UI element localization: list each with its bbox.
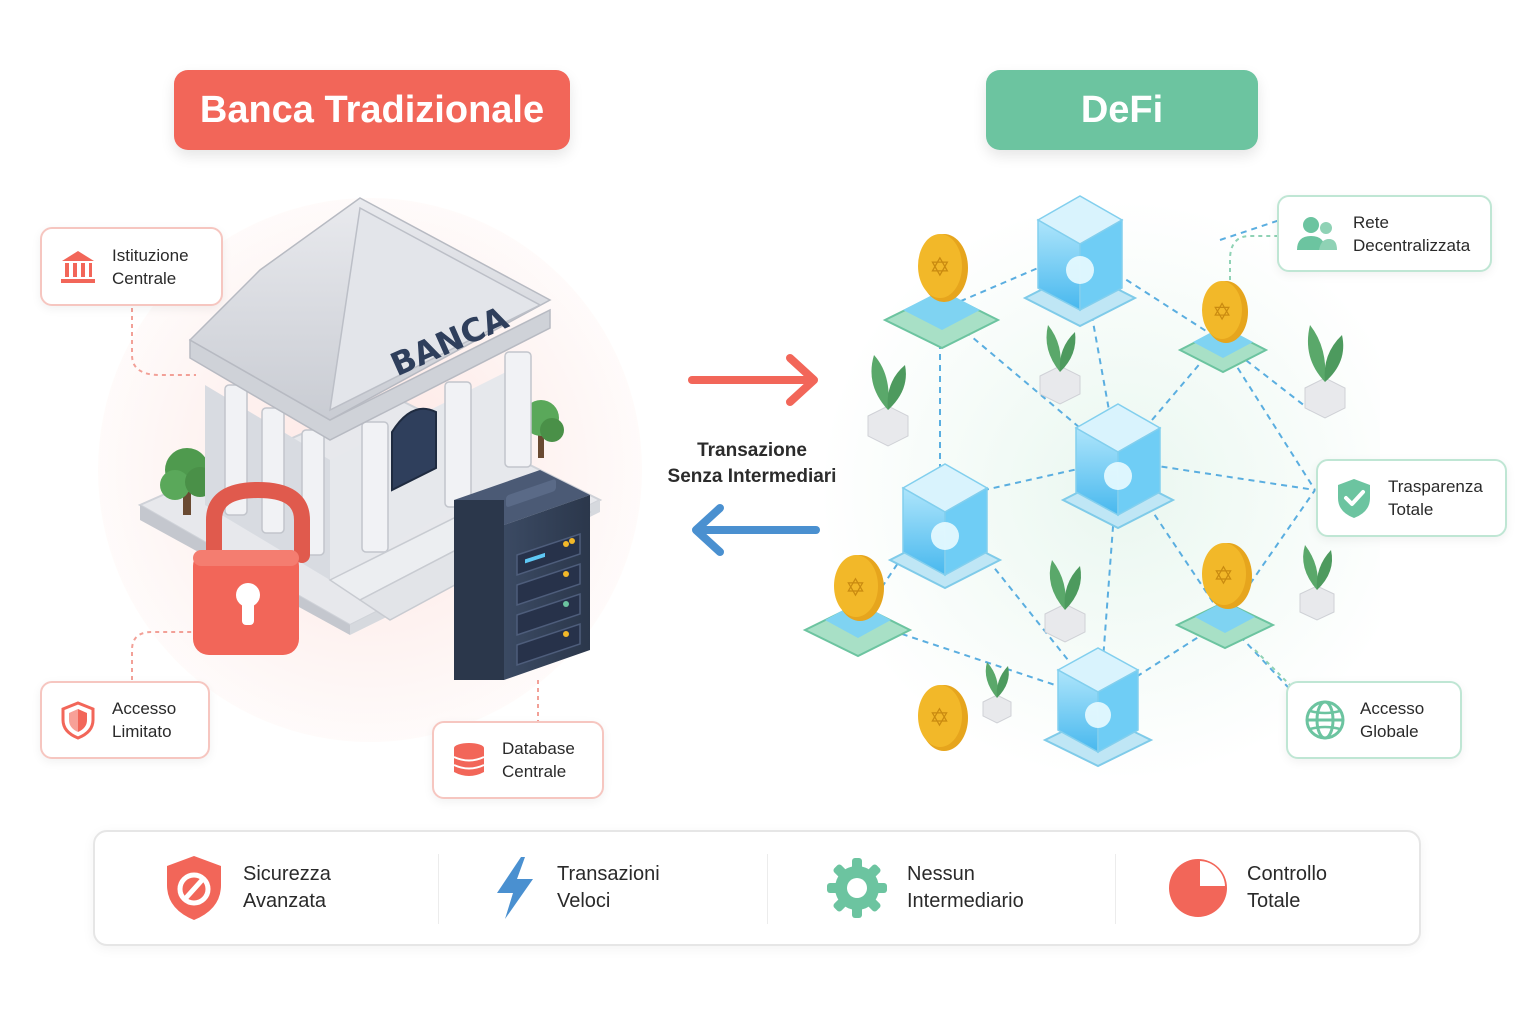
bank-illustration: BANCA (98, 197, 642, 742)
blockchain-node-icon (1022, 195, 1138, 328)
plant-icon (1304, 325, 1346, 419)
card-line-2: Centrale (112, 268, 177, 288)
shield-icon (61, 701, 95, 740)
card-line-2: Totale (1388, 500, 1434, 519)
blockchain-node-icon (1042, 647, 1154, 768)
card-line-1: Accesso (1360, 699, 1425, 718)
feature-line-1: Controllo (1247, 863, 1328, 885)
card-line-1: Istituzione (112, 245, 189, 265)
feature-line-2: Totale (1247, 890, 1301, 912)
svg-text:✡: ✡ (1212, 298, 1232, 326)
transaction-label: Transazione Senza Intermediari (652, 438, 852, 490)
card-line-1: Database (502, 739, 575, 758)
bank-door (391, 407, 437, 492)
plant-icon (1039, 325, 1081, 405)
users-icon (1297, 216, 1337, 250)
connector-line (1254, 649, 1291, 686)
transaction-label-line-2: Senza Intermediari (667, 466, 837, 487)
database-icon (453, 743, 485, 776)
coin-icon: ✡ (1174, 543, 1276, 650)
arrow-left-icon (692, 504, 820, 556)
plant-icon (1299, 545, 1335, 621)
svg-text:✡: ✡ (929, 253, 951, 283)
feature-divider (1115, 854, 1116, 924)
gear-icon (827, 858, 887, 918)
lightning-icon (497, 857, 533, 919)
coin-icon: ✡ (1177, 281, 1269, 374)
coin-icon: ✡ (918, 685, 968, 751)
arrow-right-icon (688, 354, 818, 406)
bank-building-icon (61, 250, 95, 283)
connector-line (131, 308, 196, 376)
blockchain-node-icon (887, 463, 1003, 590)
svg-text:✡: ✡ (1213, 561, 1234, 590)
card-line-2: Decentralizzata (1353, 235, 1471, 255)
feature-divider (438, 854, 439, 924)
feature-line-1: Transazioni (557, 863, 660, 885)
svg-text:✡: ✡ (929, 703, 950, 732)
traditional-bank-title: Banca Tradizionale (174, 70, 570, 150)
card-line-1: Rete (1353, 212, 1389, 232)
card-line-1: Accesso (112, 699, 177, 718)
feature-line-2: Veloci (557, 890, 611, 912)
card-line-2: Limitato (112, 722, 172, 741)
shield-icon (167, 856, 221, 920)
bank-columns (224, 351, 532, 556)
plant-icon (1044, 560, 1086, 643)
card-line-2: Globale (1360, 722, 1419, 741)
padlock-icon (193, 481, 310, 655)
tree-icon (523, 400, 564, 458)
bank-pediment (329, 206, 542, 412)
globe-icon (1305, 700, 1345, 740)
feature-divider (767, 854, 768, 924)
coin-icon: ✡ (802, 555, 913, 658)
blockchain-node-icon (1060, 403, 1176, 530)
card-line-2: Centrale (502, 762, 567, 781)
card-line-1: Trasparenza (1388, 477, 1483, 496)
feature-line-2: Avanzata (243, 890, 327, 912)
feature-line-1: Nessun (907, 863, 975, 885)
shield-check-icon (1338, 479, 1370, 518)
plant-icon (982, 662, 1012, 724)
defi-title: DeFi (986, 70, 1258, 150)
coin-icon: ✡ (882, 234, 1001, 350)
server-icon (454, 470, 590, 680)
pie-chart-icon (1169, 859, 1227, 917)
feature-line-2: Intermediario (907, 890, 1024, 912)
defi-network-illustration: ✡ ✡ ✡ ✡ ✡ (802, 195, 1380, 780)
svg-text:✡: ✡ (845, 573, 866, 602)
plant-icon (867, 355, 909, 447)
feature-line-1: Sicurezza (243, 863, 331, 885)
transaction-label-line-1: Transazione (697, 440, 807, 461)
